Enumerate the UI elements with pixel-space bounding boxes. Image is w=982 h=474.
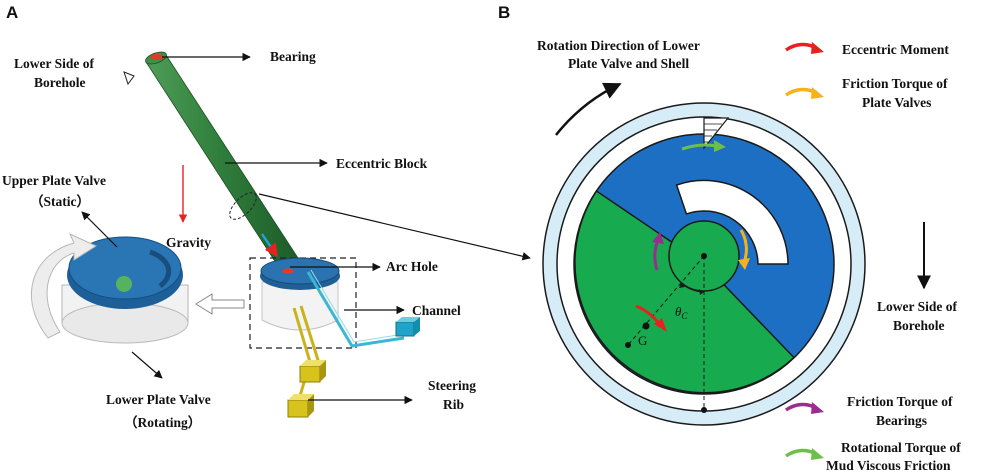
legend-item-bearing-friction: Friction Torque of Bearings (784, 394, 953, 428)
arc-hole (675, 179, 789, 265)
eccentric-sector (574, 189, 795, 394)
eccentric-rod (145, 51, 299, 267)
legend-label-mud-viscous-2: Mud Viscous Friction (826, 458, 951, 473)
hollow-arrow (195, 293, 245, 315)
detail-plate-valve (260, 257, 340, 331)
legend-item-eccentric-moment: Eccentric Moment (784, 42, 949, 57)
label-eccentric-block: Eccentric Block (336, 156, 428, 171)
rim-point (625, 342, 631, 348)
legend-arrowhead-plate-friction (811, 87, 824, 99)
label-lower-plate-valve-1: Lower Plate Valve (106, 392, 211, 407)
hub-center-point (701, 253, 707, 259)
label-b-lower-side-borehole-1: Lower Side of (877, 299, 958, 314)
label-rotation-direction-1: Rotation Direction of Lower (537, 38, 700, 53)
label-lower-plate-valve-2: （Rotating） (124, 415, 201, 430)
legend-item-plate-friction: Friction Torque of Plate Valves (784, 76, 948, 110)
g-point (642, 322, 650, 330)
arrow-lower-plate-valve (131, 351, 163, 379)
panel-label-a: A (6, 3, 18, 22)
steering-rib-block-1 (299, 360, 326, 383)
label-upper-plate-valve-1: Upper Plate Valve (2, 173, 106, 188)
label-b-lower-side-borehole-2: Borehole (893, 318, 945, 333)
rod-section-marker (229, 192, 257, 220)
theta-subscript: C (681, 311, 688, 321)
legend-label-bearing-friction-1: Friction Torque of (847, 394, 953, 409)
bearing-cap (150, 54, 164, 60)
label-steering-rib-1: Steering (428, 378, 476, 393)
upper-plate-valve (61, 236, 189, 344)
label-steering-rib-2: Rib (443, 397, 464, 412)
label-gravity: Gravity (166, 235, 211, 250)
label-channel: Channel (412, 303, 461, 318)
borehole-marker (123, 71, 135, 86)
g-label: G (638, 333, 647, 348)
plate-friction-arrowhead (738, 258, 750, 270)
bottom-point (701, 407, 707, 413)
theta-tick-2 (699, 289, 704, 295)
eccentric-moment-arrowhead (654, 318, 667, 332)
legend-arrowhead-bearing-friction (811, 402, 824, 414)
legend-arrowhead-eccentric-moment (811, 42, 824, 54)
legend-label-bearing-friction-2: Bearings (876, 413, 927, 428)
connector-to-b (258, 193, 531, 261)
legend-item-mud-viscous: Rotational Torque of Mud Viscous Frictio… (784, 440, 961, 473)
rotation-arrow-left (31, 232, 98, 339)
panel-label-b: B (498, 3, 510, 22)
radial-dashed-line (627, 255, 705, 346)
bearing-friction-arrowhead (652, 232, 664, 244)
label-arc-hole: Arc Hole (386, 259, 438, 274)
theta-tick-1 (679, 283, 685, 288)
label-rotation-direction-2: Plate Valve and Shell (568, 56, 689, 71)
legend-label-eccentric-moment-1: Eccentric Moment (842, 42, 949, 57)
legend-label-plate-friction-1: Friction Torque of (842, 76, 948, 91)
hatched-wedge (703, 117, 730, 150)
flow-arrow (261, 233, 278, 258)
channel-tube (306, 271, 405, 348)
legend: Eccentric Moment Friction Torque of Plat… (784, 42, 961, 473)
label-bearing: Bearing (270, 49, 316, 64)
mud-viscous-arrow (681, 143, 717, 151)
channel-outlet (395, 317, 420, 337)
channel-tube-edge (310, 269, 405, 343)
label-upper-plate-valve-2: （Static） (30, 194, 90, 209)
mud-viscous-arrowhead (714, 140, 726, 152)
legend-label-mud-viscous-1: Rotational Torque of (841, 440, 961, 455)
legend-arrowhead-mud-viscous (811, 448, 824, 460)
rotation-direction-arrow (555, 82, 622, 136)
steering-rib-block-2 (287, 394, 314, 418)
legend-label-plate-friction-2: Plate Valves (862, 95, 931, 110)
theta-symbol: θC (675, 304, 688, 321)
label-lower-side-borehole-2: Borehole (34, 75, 86, 90)
arrow-upper-plate-valve (81, 211, 118, 248)
theta-letter: θ (675, 304, 682, 319)
label-lower-side-borehole-1: Lower Side of (14, 56, 95, 71)
